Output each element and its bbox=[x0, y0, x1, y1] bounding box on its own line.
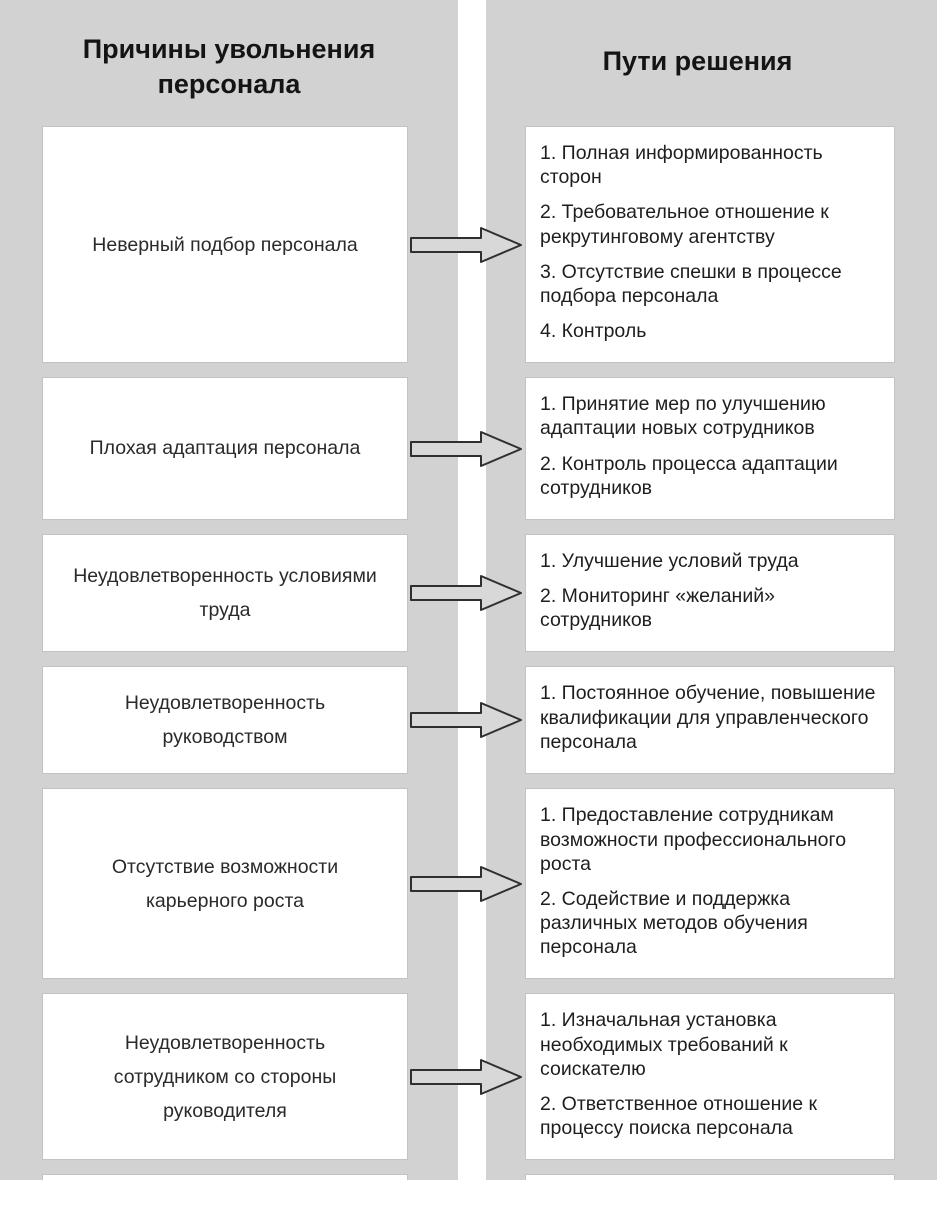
solution-item: 2. Контроль процесса адаптации сотрудник… bbox=[540, 452, 838, 499]
solution-item: 1. Принятие мер по улучшению адаптации н… bbox=[540, 393, 826, 440]
diagram-row: Неудовлетворенность сотрудником со сторо… bbox=[0, 993, 937, 1161]
solution-item: 1. Изначальная установка необходимых тре… bbox=[540, 1009, 788, 1080]
solution-item: 1. Постоянное обучение, повышение квалиф… bbox=[540, 682, 876, 753]
bottom-white-strip bbox=[0, 1180, 937, 1206]
solution-box: 1. Улучшение условий труда 2. Мониторинг… bbox=[525, 533, 895, 653]
diagram-row: Неудовлетворенность руководством 1. Пост… bbox=[0, 666, 937, 775]
solution-box: 1. Предоставление сотрудникам возможност… bbox=[525, 788, 895, 980]
solution-item: 2. Содействие и поддержка различных мето… bbox=[540, 887, 808, 959]
solution-item: 2. Мониторинг «желаний» сотрудников bbox=[540, 585, 775, 632]
solution-item: 2. Ответственное отношение к процессу по… bbox=[540, 1092, 818, 1140]
cause-label: Отсутствие возможности карьерного роста bbox=[111, 855, 339, 912]
cause-box: Плохая адаптация персонала bbox=[42, 377, 408, 520]
diagram-row: Неверный подбор персонала 1. Полная инфо… bbox=[0, 126, 937, 364]
solution-item: 3. Отсутствие спешки в процессе подбора … bbox=[540, 260, 842, 307]
page-title-solutions: Пути решения bbox=[602, 46, 793, 76]
solution-box: 1. Постоянное обучение, повышение квалиф… bbox=[525, 666, 895, 775]
cause-label: Неудовлетворенность сотрудником со сторо… bbox=[113, 1031, 337, 1122]
arrow-right-icon bbox=[408, 788, 525, 979]
cause-label: Неудовлетворенность условиями труда bbox=[73, 565, 377, 622]
arrow-right-icon bbox=[408, 666, 525, 774]
cause-label: Неудовлетворенность руководством bbox=[124, 692, 326, 749]
cause-box: Неверный подбор персонала bbox=[42, 126, 408, 364]
arrow-right-icon bbox=[408, 993, 525, 1160]
solution-item: 4. Контроль bbox=[540, 320, 647, 343]
solution-box: 1. Полная информированность сторон 2. Тр… bbox=[525, 126, 895, 364]
cause-box: Отсутствие возможности карьерного роста bbox=[42, 788, 408, 980]
diagram-row: Неудовлетворенность условиями труда 1. У… bbox=[0, 533, 937, 653]
solution-item: 2. Требовательное отношение к рекрутинго… bbox=[540, 201, 829, 248]
solution-item: 1. Предоставление сотрудникам возможност… bbox=[540, 804, 847, 875]
solution-item: 1. Улучшение условий труда bbox=[540, 549, 799, 572]
solution-box: 1. Изначальная установка необходимых тре… bbox=[525, 993, 895, 1161]
arrow-right-icon bbox=[408, 126, 525, 363]
arrow-right-icon bbox=[408, 377, 525, 520]
diagram-headers: Причины увольнения персонала Пути решени… bbox=[0, 0, 937, 126]
cause-label: Неверный подбор персонала bbox=[92, 233, 358, 256]
diagram-row: Отсутствие возможности карьерного роста … bbox=[0, 788, 937, 980]
cause-box: Неудовлетворенность условиями труда bbox=[42, 533, 408, 653]
solution-item: 1. Полная информированность сторон bbox=[540, 142, 823, 189]
page-title-causes: Причины увольнения персонала bbox=[82, 34, 376, 100]
arrow-right-icon bbox=[408, 534, 525, 653]
diagram-row: Плохая адаптация персонала 1. Принятие м… bbox=[0, 377, 937, 520]
cause-label: Плохая адаптация персонала bbox=[89, 437, 361, 460]
cause-box: Неудовлетворенность руководством bbox=[42, 666, 408, 775]
solution-box: 1. Принятие мер по улучшению адаптации н… bbox=[525, 377, 895, 520]
cause-box: Неудовлетворенность сотрудником со сторо… bbox=[42, 993, 408, 1161]
